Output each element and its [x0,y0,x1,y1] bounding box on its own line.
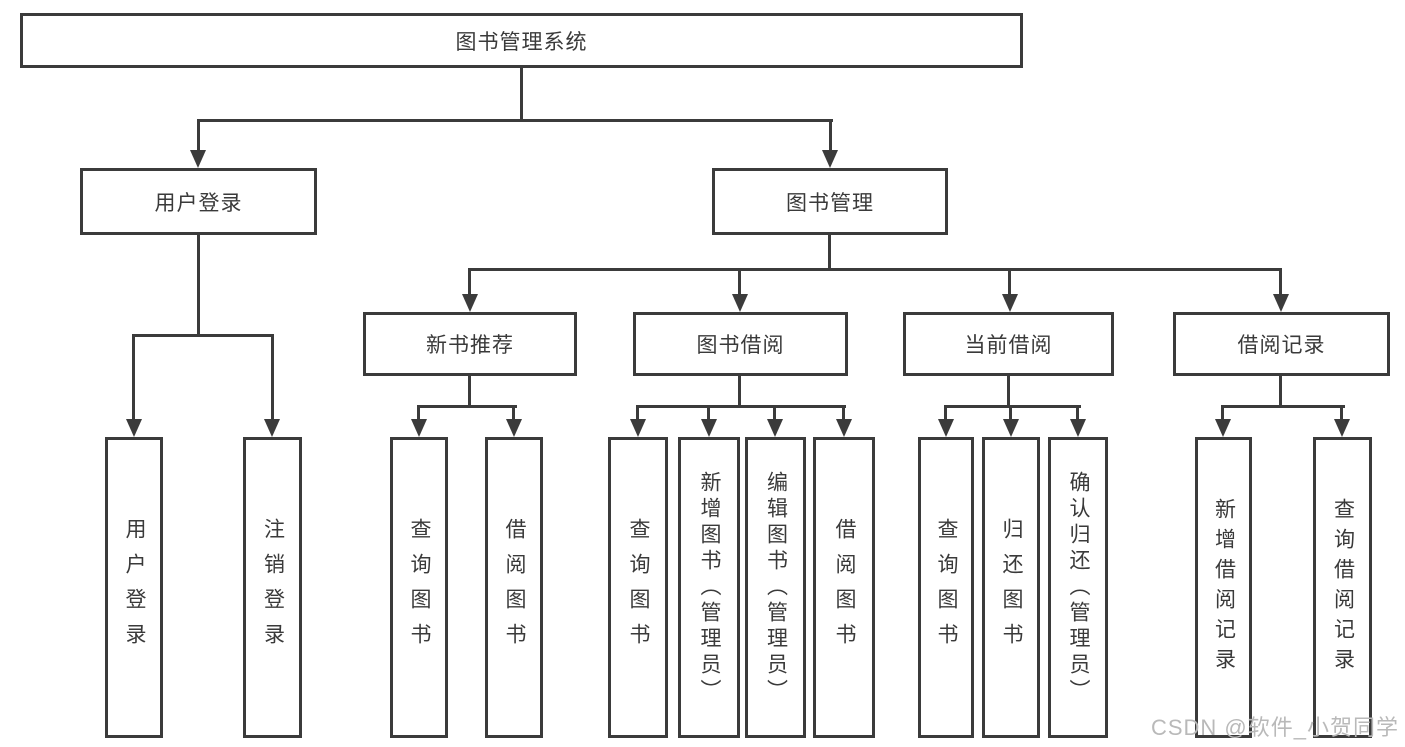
leaf-logout: 注销登录 [243,437,302,738]
connector-vline [1340,405,1343,421]
arrow-down-icon [767,419,783,437]
arrow-down-icon [1070,419,1086,437]
connector-hline [636,405,846,408]
connector-vline [132,334,135,420]
arrow-down-icon [701,419,717,437]
leaf-query-borrow-record: 查询借阅记录 [1313,437,1372,738]
arrow-down-icon [1273,294,1289,312]
connector-vline [468,376,471,408]
connector-vline [197,235,200,337]
connector-vline [1076,405,1079,421]
connector-vline [829,119,832,151]
leaf-query-books-current: 查询图书 [918,437,974,738]
connector-vline [738,376,741,408]
connector-hline [944,405,1081,408]
leaf-add-borrow-record: 新增借阅记录 [1195,437,1252,738]
node-current-borrowing: 当前借阅 [903,312,1114,376]
node-user-login: 用户登录 [80,168,317,235]
connector-vline [636,405,639,421]
leaf-return-books: 归还图书 [982,437,1040,738]
connector-vline [197,119,200,151]
node-new-book-recommend: 新书推荐 [363,312,577,376]
arrow-down-icon [1334,419,1350,437]
leaf-confirm-return-admin: 确认归还（管理员） [1048,437,1108,738]
leaf-user-login: 用户登录 [105,437,163,738]
arrow-down-icon [822,150,838,168]
connector-vline [1007,376,1010,408]
connector-vline [1279,268,1282,296]
arrow-down-icon [1215,419,1231,437]
arrow-down-icon [732,294,748,312]
connector-vline [512,405,515,421]
arrow-down-icon [411,419,427,437]
leaf-query-books-borrow: 查询图书 [608,437,668,738]
arrow-down-icon [1002,294,1018,312]
arrow-down-icon [462,294,478,312]
connector-vline [828,235,831,271]
leaf-query-books-recommend: 查询图书 [390,437,448,738]
arrow-down-icon [264,419,280,437]
connector-vline [1008,268,1011,296]
connector-vline [842,405,845,421]
connector-vline [707,405,710,421]
connector-hline [1221,405,1345,408]
leaf-borrow-books-recommend: 借阅图书 [485,437,543,738]
arrow-down-icon [630,419,646,437]
leaf-borrow-books-borrow: 借阅图书 [813,437,875,738]
arrow-down-icon [1003,419,1019,437]
connector-vline [468,268,471,296]
node-book-borrowing: 图书借阅 [633,312,848,376]
connector-vline [1009,405,1012,421]
arrow-down-icon [126,419,142,437]
node-borrow-records: 借阅记录 [1173,312,1390,376]
connector-vline [738,268,741,296]
connector-hline [197,119,833,122]
connector-vline [944,405,947,421]
node-system-root: 图书管理系统 [20,13,1023,68]
csdn-watermark: CSDN @软件_小贺同学 [1150,715,1399,740]
connector-hline [132,334,274,337]
node-book-management: 图书管理 [712,168,948,235]
arrow-down-icon [506,419,522,437]
leaf-add-books-admin: 新增图书（管理员） [678,437,740,738]
connector-vline [773,405,776,421]
connector-hline [417,405,517,408]
connector-vline [417,405,420,421]
connector-vline [1221,405,1224,421]
connector-vline [271,334,274,420]
connector-vline [1279,376,1282,408]
arrow-down-icon [938,419,954,437]
arrow-down-icon [190,150,206,168]
connector-vline [520,68,523,121]
arrow-down-icon [836,419,852,437]
connector-hline [468,268,1282,271]
leaf-edit-books-admin: 编辑图书（管理员） [745,437,806,738]
